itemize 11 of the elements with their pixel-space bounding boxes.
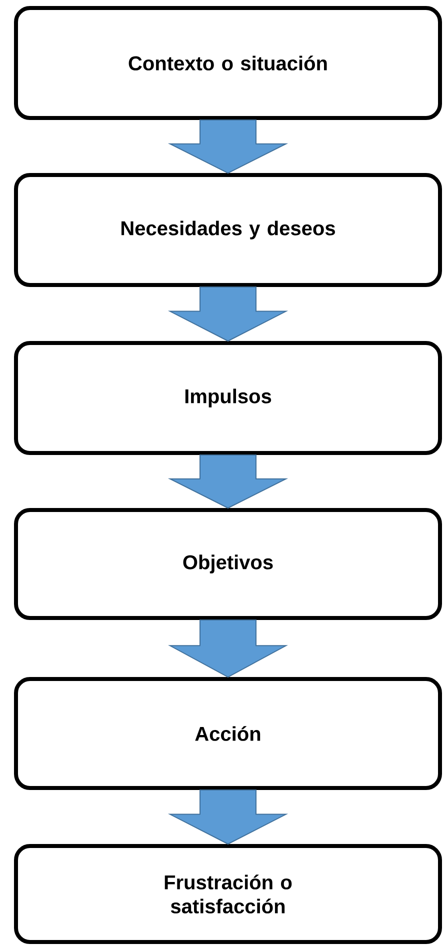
process-box: Necesidades y deseos <box>14 173 442 287</box>
process-box: Objetivos <box>14 508 442 620</box>
block-arrow <box>168 120 288 174</box>
process-box: Contexto o situación <box>14 6 442 120</box>
block-arrow <box>168 286 288 342</box>
process-box: Impulsos <box>14 341 442 455</box>
block-arrow <box>168 620 288 678</box>
block-arrow <box>168 454 288 509</box>
process-box: Frustración o satisfacción <box>14 844 442 944</box>
block-arrow <box>168 790 288 845</box>
process-box: Acción <box>14 677 442 790</box>
